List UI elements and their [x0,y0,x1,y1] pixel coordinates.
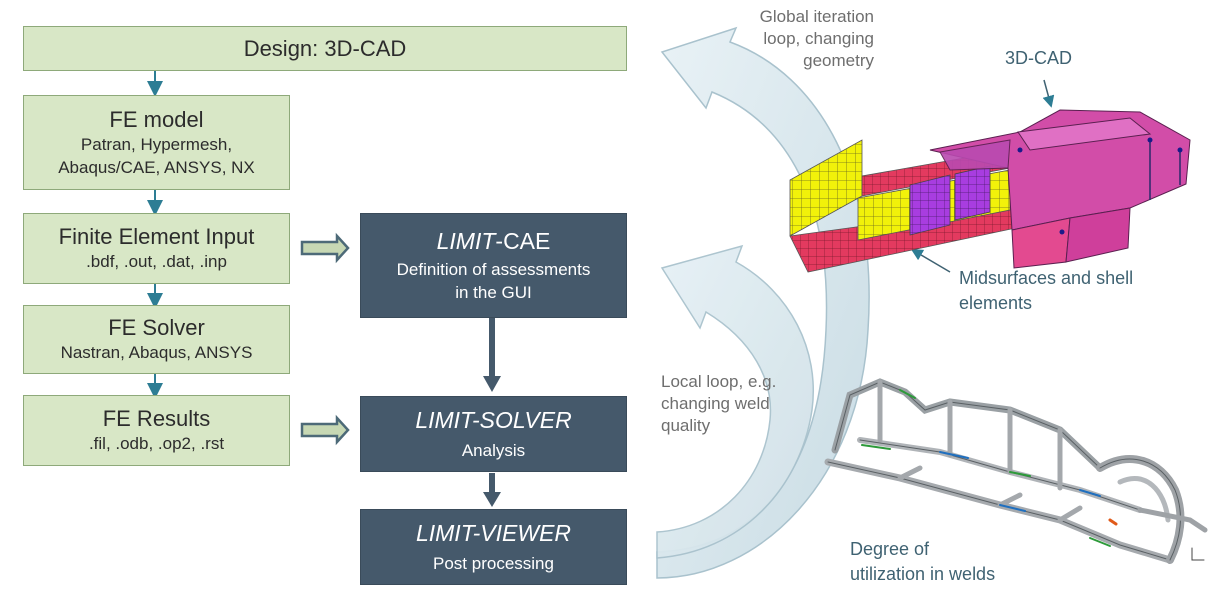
global-loop-label-line-2: loop, changing [763,29,874,48]
fe-solver-line-1: Nastran, Abaqus, ANSYS [60,343,253,362]
global-loop-label-line-3: geometry [803,51,874,70]
fe-results-box: FE Results .fil, .odb, .op2, .rst [23,395,290,466]
limit-cae-title-italic: LIMIT [436,227,496,254]
arrow-solver-to-viewer-head [483,492,501,507]
midsurfaces-label-line-2: elements [959,293,1033,313]
limit-cae-title: LIMIT-CAE [437,228,551,254]
limit-cae-line-1: Definition of assessments [396,259,591,279]
arrow-cae-to-solver-head [483,376,501,392]
limit-cae-line-2: in the GUI [455,282,532,302]
local-loop-label-line-1: Local loop, e.g. [661,372,777,391]
utilization-label-line-1: Degree of [850,539,930,559]
design-box: Design: 3D-CAD [23,26,627,71]
limit-viewer-title: LIMIT-VIEWER [415,519,572,546]
utilization-label: Degree of utilization in welds [850,537,1050,587]
design-label: Design: 3D-CAD [243,35,407,61]
cad-label: 3D-CAD [1005,48,1073,68]
fe-results-line-1: .fil, .odb, .op2, .rst [88,434,225,453]
fe-solver-box: FE Solver Nastran, Abaqus, ANSYS [23,305,290,374]
fe-input-line-1: .bdf, .out, .dat, .inp [86,252,227,271]
utilization-label-line-2: utilization in welds [850,564,996,584]
local-loop-label-line-3: quality [661,416,711,435]
limit-cae-box: LIMIT-CAE Definition of assessments in t… [360,213,627,318]
limit-cae-title-rest: -CAE [495,227,551,254]
local-loop-label-line-2: changing weld [661,394,770,413]
fe-model-title: FE model [109,106,204,132]
fe-model-line-1: Patran, Hypermesh, [80,134,233,154]
limit-solver-box: LIMIT-SOLVER Analysis [360,396,627,472]
pointer-midsurfaces [910,248,951,273]
pointer-cad [1042,79,1055,108]
limit-solver-line-1: Analysis [461,440,526,460]
midsurfaces-label-line-1: Midsurfaces and shell [959,268,1134,288]
global-loop-label-line-1: Global iteration [759,7,874,26]
fe-results-title: FE Results [102,406,211,431]
fe-input-box: Finite Element Input .bdf, .out, .dat, .… [23,213,290,284]
fe-input-title: Finite Element Input [58,224,255,249]
local-loop-arrow [656,244,814,559]
limit-viewer-box: LIMIT-VIEWER Post processing [360,509,627,585]
fe-solver-title: FE Solver [108,315,205,340]
fe-model-box: FE model Patran, Hypermesh, Abaqus/CAE, … [23,95,290,190]
local-loop-label: Local loop, e.g. changing weld quality [661,371,801,437]
arrow-results-to-solver [300,414,350,446]
midsurfaces-label: Midsurfaces and shell elements [959,266,1179,316]
limit-solver-title: LIMIT-SOLVER [415,406,572,433]
limit-viewer-line-1: Post processing [433,553,554,573]
arrow-input-to-cae [300,232,350,264]
global-loop-label: Global iteration loop, changing geometry [744,6,874,72]
fe-model-line-2: Abaqus/CAE, ANSYS, NX [58,157,255,177]
